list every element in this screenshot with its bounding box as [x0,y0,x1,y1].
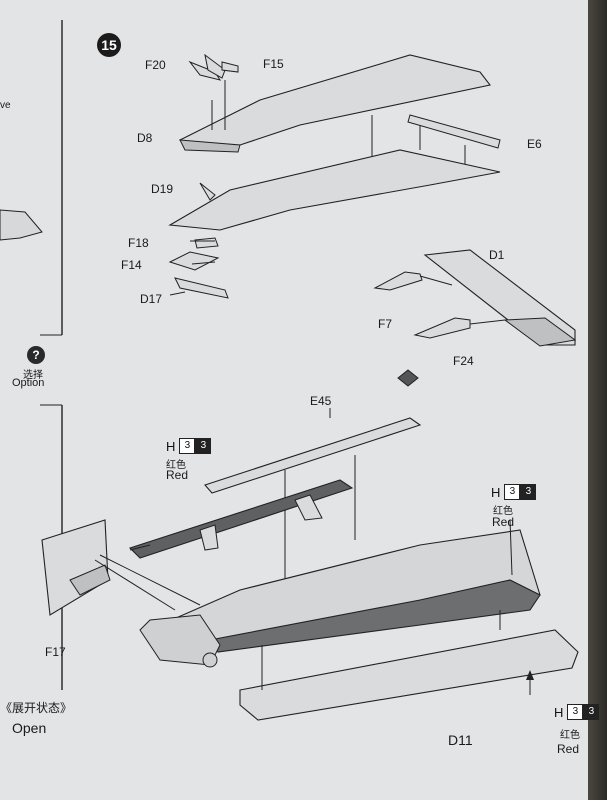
paint-box-light: 3 [567,704,584,720]
paint-color-en: Red [166,468,189,482]
open-state-en: Open [12,720,47,736]
paint-box-light: 3 [179,438,196,454]
part-label-f24: F24 [453,354,474,368]
part-label-d8: D8 [137,131,153,145]
part-label-f20: F20 [145,58,166,72]
option-label-en: Option [12,377,45,389]
paint-code-badge: H 3 3 [166,438,212,454]
paint-code: H [554,704,564,720]
paint-color-cn: 红色 [493,506,513,517]
option-label-cn: 选择 [23,370,43,381]
paint-box-dark: 3 [520,484,537,500]
paint-code: H [166,438,176,454]
part-label-e45: E45 [310,394,332,408]
part-label-f14: F14 [121,258,142,272]
paint-code: H [491,484,501,500]
paint-color-en: Red [492,515,515,529]
part-label-f17: F17 [45,645,66,659]
paint-code-badge: H 3 3 [554,704,600,720]
page-edge-shadow [588,0,607,800]
paint-box-dark: 3 [583,704,600,720]
part-label-f18: F18 [128,236,149,250]
part-label-f7: F7 [378,317,393,331]
open-state-cn: 《展开状态》 [0,701,73,715]
step-number-badge: 15 [97,33,121,57]
option-icon: ? [27,346,45,364]
part-label-d11: D11 [448,732,473,748]
paint-box-dark: 3 [195,438,212,454]
part-label-d17: D17 [140,292,163,306]
paint-color-cn: 红色 [560,730,580,741]
part-label-f15: F15 [263,57,284,71]
paint-box-light: 3 [504,484,521,500]
part-label-e6: E6 [527,137,542,151]
paint-color-en: Red [557,742,580,756]
paint-color-cn: 红色 [166,460,186,471]
part-label-d19: D19 [151,182,174,196]
part-label-d1: D1 [489,248,505,262]
margin-text: ve [0,100,11,111]
paint-code-badge: H 3 3 [491,484,537,500]
